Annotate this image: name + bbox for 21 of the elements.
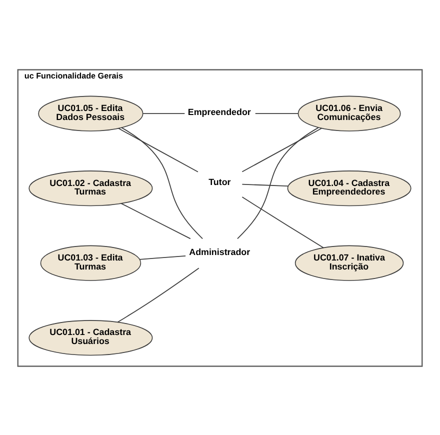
connector	[242, 196, 324, 248]
node-ellipse: UC01.04 - Cadastra Empreendedores	[287, 170, 412, 206]
connector	[118, 127, 198, 172]
connector	[117, 267, 200, 322]
node-ellipse: UC01.05 - Edita Dados Pessoais	[38, 95, 144, 131]
connector	[254, 112, 299, 114]
connector	[120, 202, 191, 239]
node-text: Empreendedor	[188, 106, 251, 117]
node-text: Administrador	[189, 246, 250, 256]
node-ellipse: UC01.02 - Cadastra Turmas	[28, 170, 153, 206]
connector	[242, 127, 322, 172]
connector	[142, 112, 186, 114]
node-ellipse: UC01.06 - Envia Comunicações	[298, 95, 401, 131]
node-text: Tutor	[208, 176, 231, 186]
connector	[121, 126, 203, 239]
connector	[139, 254, 186, 260]
connector	[237, 126, 319, 239]
node-ellipse: UC01.03 - Edita Turmas	[40, 244, 142, 280]
node-ellipse: UC01.01 - Cadastra Usuários	[28, 320, 153, 356]
node-ellipse: UC01.07 - Inativa Inscrição	[294, 244, 404, 280]
connector	[242, 183, 289, 186]
